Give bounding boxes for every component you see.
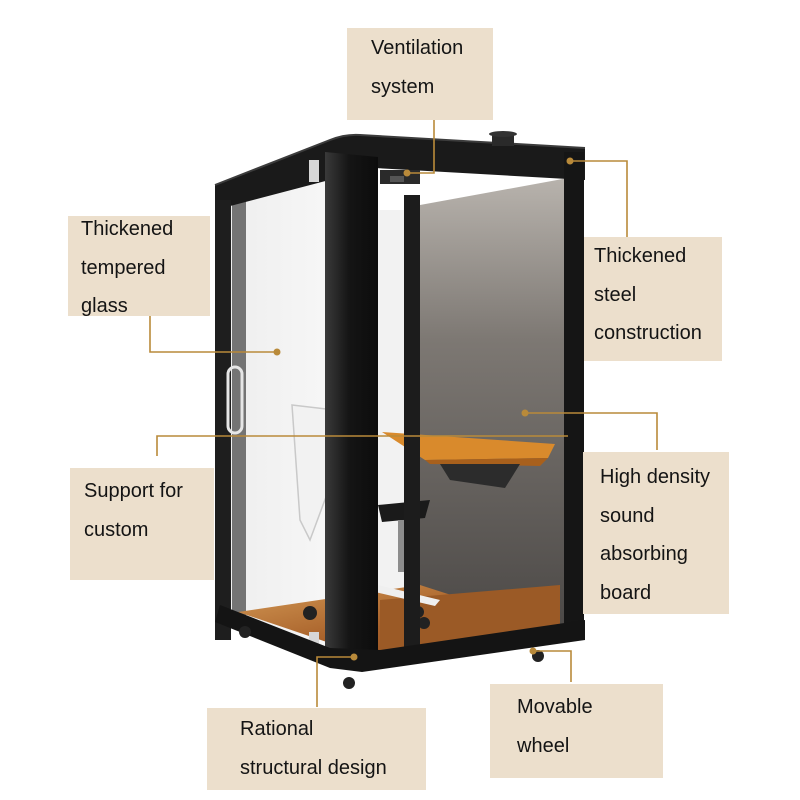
- label-line: steel: [594, 283, 637, 306]
- base-frame: [215, 605, 585, 672]
- desk-board: [382, 432, 555, 460]
- label-ventilation-system: Ventilation system: [347, 28, 493, 120]
- top-frame: [215, 134, 585, 210]
- label-line: Ventilation: [371, 37, 464, 59]
- label-steel-construction: Thickened steel construction: [584, 237, 722, 361]
- label-line: board: [600, 581, 652, 604]
- label-line: construction: [594, 322, 702, 344]
- label-line: Movable: [517, 696, 593, 718]
- front-pillar: [325, 152, 378, 669]
- label-sound-absorbing-board: High density sound absorbing board: [583, 452, 729, 614]
- label-line: sound: [600, 504, 655, 527]
- callout-lines: [149, 120, 658, 707]
- label-line: tempered: [81, 256, 166, 279]
- label-support-custom: Support for custom: [70, 468, 214, 580]
- label-line: Support for: [84, 480, 183, 502]
- label-line: wheel: [517, 734, 570, 757]
- label-structural-design: Rational structural design: [207, 708, 426, 790]
- label-tempered-glass: Thickened tempered glass: [68, 216, 210, 317]
- label-line: Rational: [240, 718, 314, 740]
- label-line: Thickened: [81, 218, 174, 240]
- label-line: structural design: [240, 756, 387, 779]
- rear-pillar: [564, 152, 584, 637]
- label-line: High density: [600, 466, 711, 488]
- label-line: glass: [81, 295, 128, 317]
- label-line: Thickened: [594, 245, 687, 267]
- sound-absorbing-panel: [420, 178, 568, 640]
- label-line: system: [371, 75, 435, 98]
- label-line: absorbing: [600, 543, 688, 565]
- label-line: custom: [84, 518, 149, 541]
- callout-dots: [273, 157, 574, 661]
- label-movable-wheel: Movable wheel: [490, 684, 663, 778]
